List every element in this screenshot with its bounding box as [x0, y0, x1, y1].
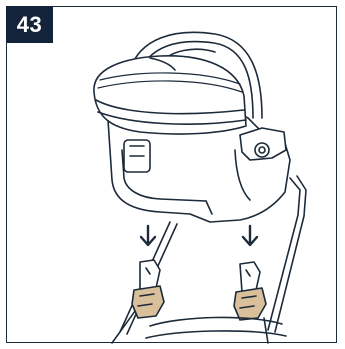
- canopy: [94, 56, 246, 134]
- down-arrow-icon-left: [141, 226, 155, 245]
- stroller-adapter-left: [132, 260, 164, 318]
- side-latch-left: [124, 140, 150, 172]
- down-arrow-icon-right: [243, 226, 257, 245]
- stroller-adapter-right: [234, 262, 266, 320]
- step-number-badge: 43: [6, 6, 53, 43]
